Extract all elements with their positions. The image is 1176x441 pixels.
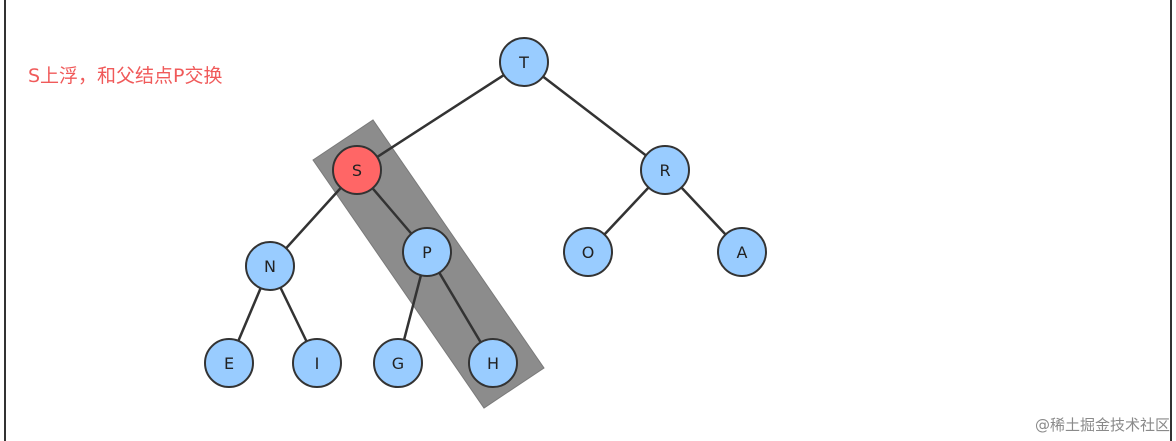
node-label-s: S xyxy=(352,161,362,180)
caption-text: S上浮，和父结点P交换 xyxy=(28,65,223,87)
node-label-g: G xyxy=(392,354,404,373)
credit-text: @稀土掘金技术社区 xyxy=(1034,416,1170,434)
tree-edge-t-r xyxy=(523,61,666,171)
node-label-r: R xyxy=(659,161,670,180)
node-label-p: P xyxy=(422,243,432,262)
node-circle-t xyxy=(499,37,549,87)
tree-node-layer: T S R N P O A E I G H xyxy=(204,37,767,388)
tree-node-e: E xyxy=(204,338,254,388)
node-label-n: N xyxy=(264,257,276,276)
node-circle-h xyxy=(468,338,518,388)
node-label-a: A xyxy=(737,243,748,262)
node-circle-n xyxy=(245,241,295,291)
tree-node-p: P xyxy=(402,227,452,277)
tree-edge-t-s xyxy=(356,60,525,172)
node-label-t: T xyxy=(518,53,529,72)
tree-node-s: S xyxy=(332,145,382,195)
node-circle-r xyxy=(640,145,690,195)
node-circle-a xyxy=(717,227,767,277)
node-label-e: E xyxy=(224,354,234,373)
node-circle-s xyxy=(332,145,382,195)
tree-node-o: O xyxy=(563,227,613,277)
left-border xyxy=(4,0,6,441)
tree-node-t: T xyxy=(499,37,549,87)
node-label-i: I xyxy=(315,354,320,373)
tree-node-i: I xyxy=(292,338,342,388)
tree-node-n: N xyxy=(245,241,295,291)
node-circle-o xyxy=(563,227,613,277)
node-circle-g xyxy=(373,338,423,388)
tree-node-r: R xyxy=(640,145,690,195)
tree-node-h: H xyxy=(468,338,518,388)
node-circle-e xyxy=(204,338,254,388)
node-circle-p xyxy=(402,227,452,277)
tree-node-g: G xyxy=(373,338,423,388)
right-border xyxy=(1170,0,1172,441)
node-circle-i xyxy=(292,338,342,388)
tree-node-a: A xyxy=(717,227,767,277)
node-label-h: H xyxy=(487,354,499,373)
node-label-o: O xyxy=(582,243,595,262)
